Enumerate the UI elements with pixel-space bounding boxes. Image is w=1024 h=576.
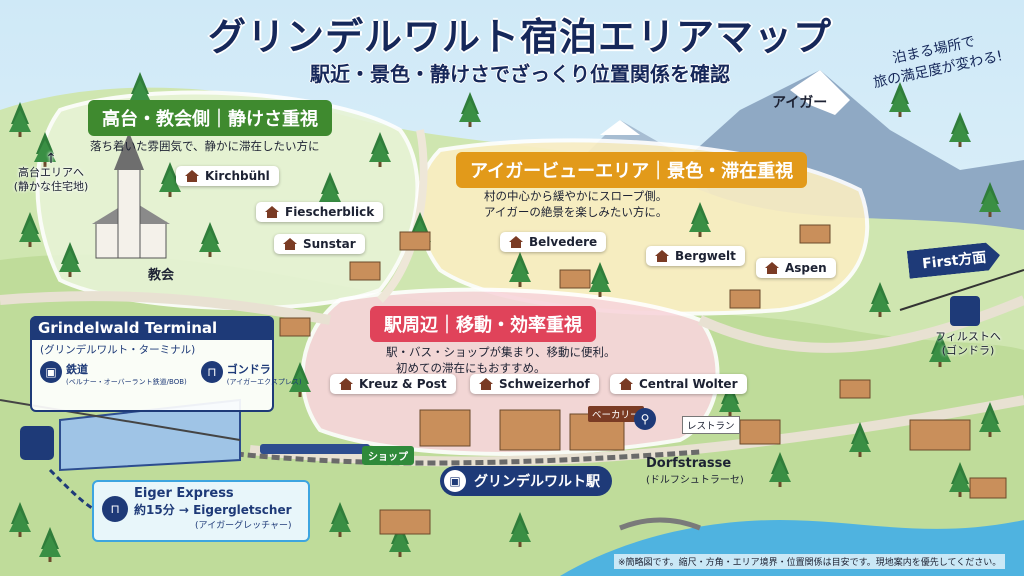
grindelwald-station-label[interactable]: ▣ グリンデルワルト駅: [440, 466, 612, 496]
dorfstrasse-label: Dorfstrasse (ドルフシュトラーセ): [646, 456, 744, 486]
railway-track: [199, 447, 701, 466]
bakery-label: ベーカリー: [588, 406, 644, 422]
hotel-aspen[interactable]: Aspen: [756, 258, 836, 278]
first-gondola-line1: フィルストへ: [935, 330, 1001, 343]
zone-station-description-2: 初めての滞在にもおすすめ。: [396, 361, 546, 375]
zone-eiger-view-description-1: 村の中心から緩やかにスロープ側。: [484, 189, 668, 203]
hotel-name: Kirchbühl: [205, 169, 270, 183]
hotel-name: Central Wolter: [639, 377, 738, 391]
restaurant-icon: ⚲: [634, 408, 656, 430]
terminal-gondola: ⊓ ゴンドラ (アイガーエクスプレス): [200, 361, 302, 387]
footnote: ※簡略図です。縮尺・方角・エリア境界・位置関係は目安です。現地案内を優先してくだ…: [614, 554, 1006, 569]
eiger-express-route-sub: (アイガーグレッチャー): [195, 521, 292, 531]
shop-label: ショップ: [362, 446, 414, 465]
gondola-sub: (アイガーエクスプレス): [226, 378, 302, 386]
hotel-name: Sunstar: [303, 237, 356, 251]
first-gondola-line2: (ゴンドラ): [941, 344, 995, 357]
zone-highland-description: 落ち着いた雰囲気で、静かに滞在したい方に: [90, 139, 320, 153]
station-name: グリンデルワルト駅: [474, 474, 600, 490]
train-icon: ▣: [40, 361, 62, 383]
highland-direction-line1: 高台エリアへ: [18, 166, 84, 179]
first-gondola-label: フィルストへ (ゴンドラ): [928, 330, 1008, 358]
first-gondola-cabin: [950, 296, 980, 326]
highland-direction-label: ↑ 高台エリアへ (静かな住宅地): [6, 152, 96, 194]
eiger-express-route: 約15分 → Eigergletscher: [134, 503, 292, 517]
hotel-fiescherblick[interactable]: Fiescherblick: [256, 202, 384, 222]
eiger-express-box[interactable]: ⊓ Eiger Express 約15分 → Eigergletscher (ア…: [92, 480, 310, 542]
up-arrow-icon: ↑: [45, 151, 57, 167]
gondola-icon: ⊓: [102, 495, 128, 522]
hotel-name: Kreuz & Post: [359, 377, 447, 391]
zone-station-description-1: 駅・バス・ショップが集まり、移動に便利。: [386, 345, 616, 359]
hotel-sunstar[interactable]: Sunstar: [274, 234, 365, 254]
zone-highland-title: 高台・教会側｜静けさ重視: [88, 100, 332, 136]
gondola-label: ゴンドラ: [226, 363, 271, 376]
rail-sub: (ベルナー・オーバーラント鉄道/BOB): [66, 378, 187, 386]
hotel-schweizerhof[interactable]: Schweizerhof: [470, 374, 599, 394]
terminal-subtitle: (グリンデルワルト・ターミナル): [40, 344, 196, 356]
gondola-icon: ⊓: [200, 361, 223, 383]
terminal-title: Grindelwald Terminal: [30, 316, 274, 340]
dorfstrasse-kana: (ドルフシュトラーセ): [646, 475, 744, 486]
restaurant-label: レストラン: [682, 416, 740, 434]
page-title: グリンデルワルト宿泊エリアマップ: [207, 15, 832, 59]
hotel-kirchbuehl[interactable]: Kirchbühl: [176, 166, 279, 186]
house-icon: [339, 378, 353, 390]
house-icon: [479, 378, 493, 390]
hotel-central-wolter[interactable]: Central Wolter: [610, 374, 747, 394]
house-icon: [619, 378, 633, 390]
house-icon: [509, 236, 523, 248]
hotel-bergwelt[interactable]: Bergwelt: [646, 246, 745, 266]
house-icon: [283, 238, 297, 250]
hotel-kreuz-post[interactable]: Kreuz & Post: [330, 374, 456, 394]
house-icon: [655, 250, 669, 262]
hotel-name: Bergwelt: [675, 249, 736, 263]
zone-eiger-view-title: アイガービューエリア｜景色・滞在重視: [456, 152, 808, 188]
zone-eiger-view-description-2: アイガーの絶景を楽しみたい方に。: [484, 205, 668, 219]
house-icon: [765, 262, 779, 274]
train-icon: ▣: [444, 470, 466, 492]
eiger-express-title: Eiger Express: [134, 486, 234, 501]
hotel-name: Aspen: [785, 261, 827, 275]
hotel-belvedere[interactable]: Belvedere: [500, 232, 607, 252]
page-subtitle: 駅近・景色・静けさでざっくり位置関係を確認: [310, 62, 730, 86]
hotel-name: Belvedere: [529, 235, 598, 249]
church-illustration: [92, 132, 170, 259]
dorfstrasse-name: Dorfstrasse: [646, 456, 732, 471]
hotel-name: Fiescherblick: [285, 205, 375, 219]
house-icon: [185, 170, 199, 182]
house-icon: [265, 206, 279, 218]
eiger-gondola-cabin: [20, 426, 54, 460]
highland-direction-line2: (静かな住宅地): [13, 180, 89, 193]
church-label: 教会: [148, 268, 175, 283]
grindelwald-terminal-box[interactable]: Grindelwald Terminal (グリンデルワルト・ターミナル) ▣ …: [30, 316, 302, 412]
terminal-rail: ▣ 鉄道 (ベルナー・オーバーラント鉄道/BOB): [40, 361, 187, 387]
zone-station-title: 駅周辺｜移動・効率重視: [370, 306, 596, 342]
hotel-name: Schweizerhof: [499, 377, 590, 391]
rail-label: 鉄道: [66, 363, 88, 376]
eiger-label: アイガー: [772, 95, 828, 111]
